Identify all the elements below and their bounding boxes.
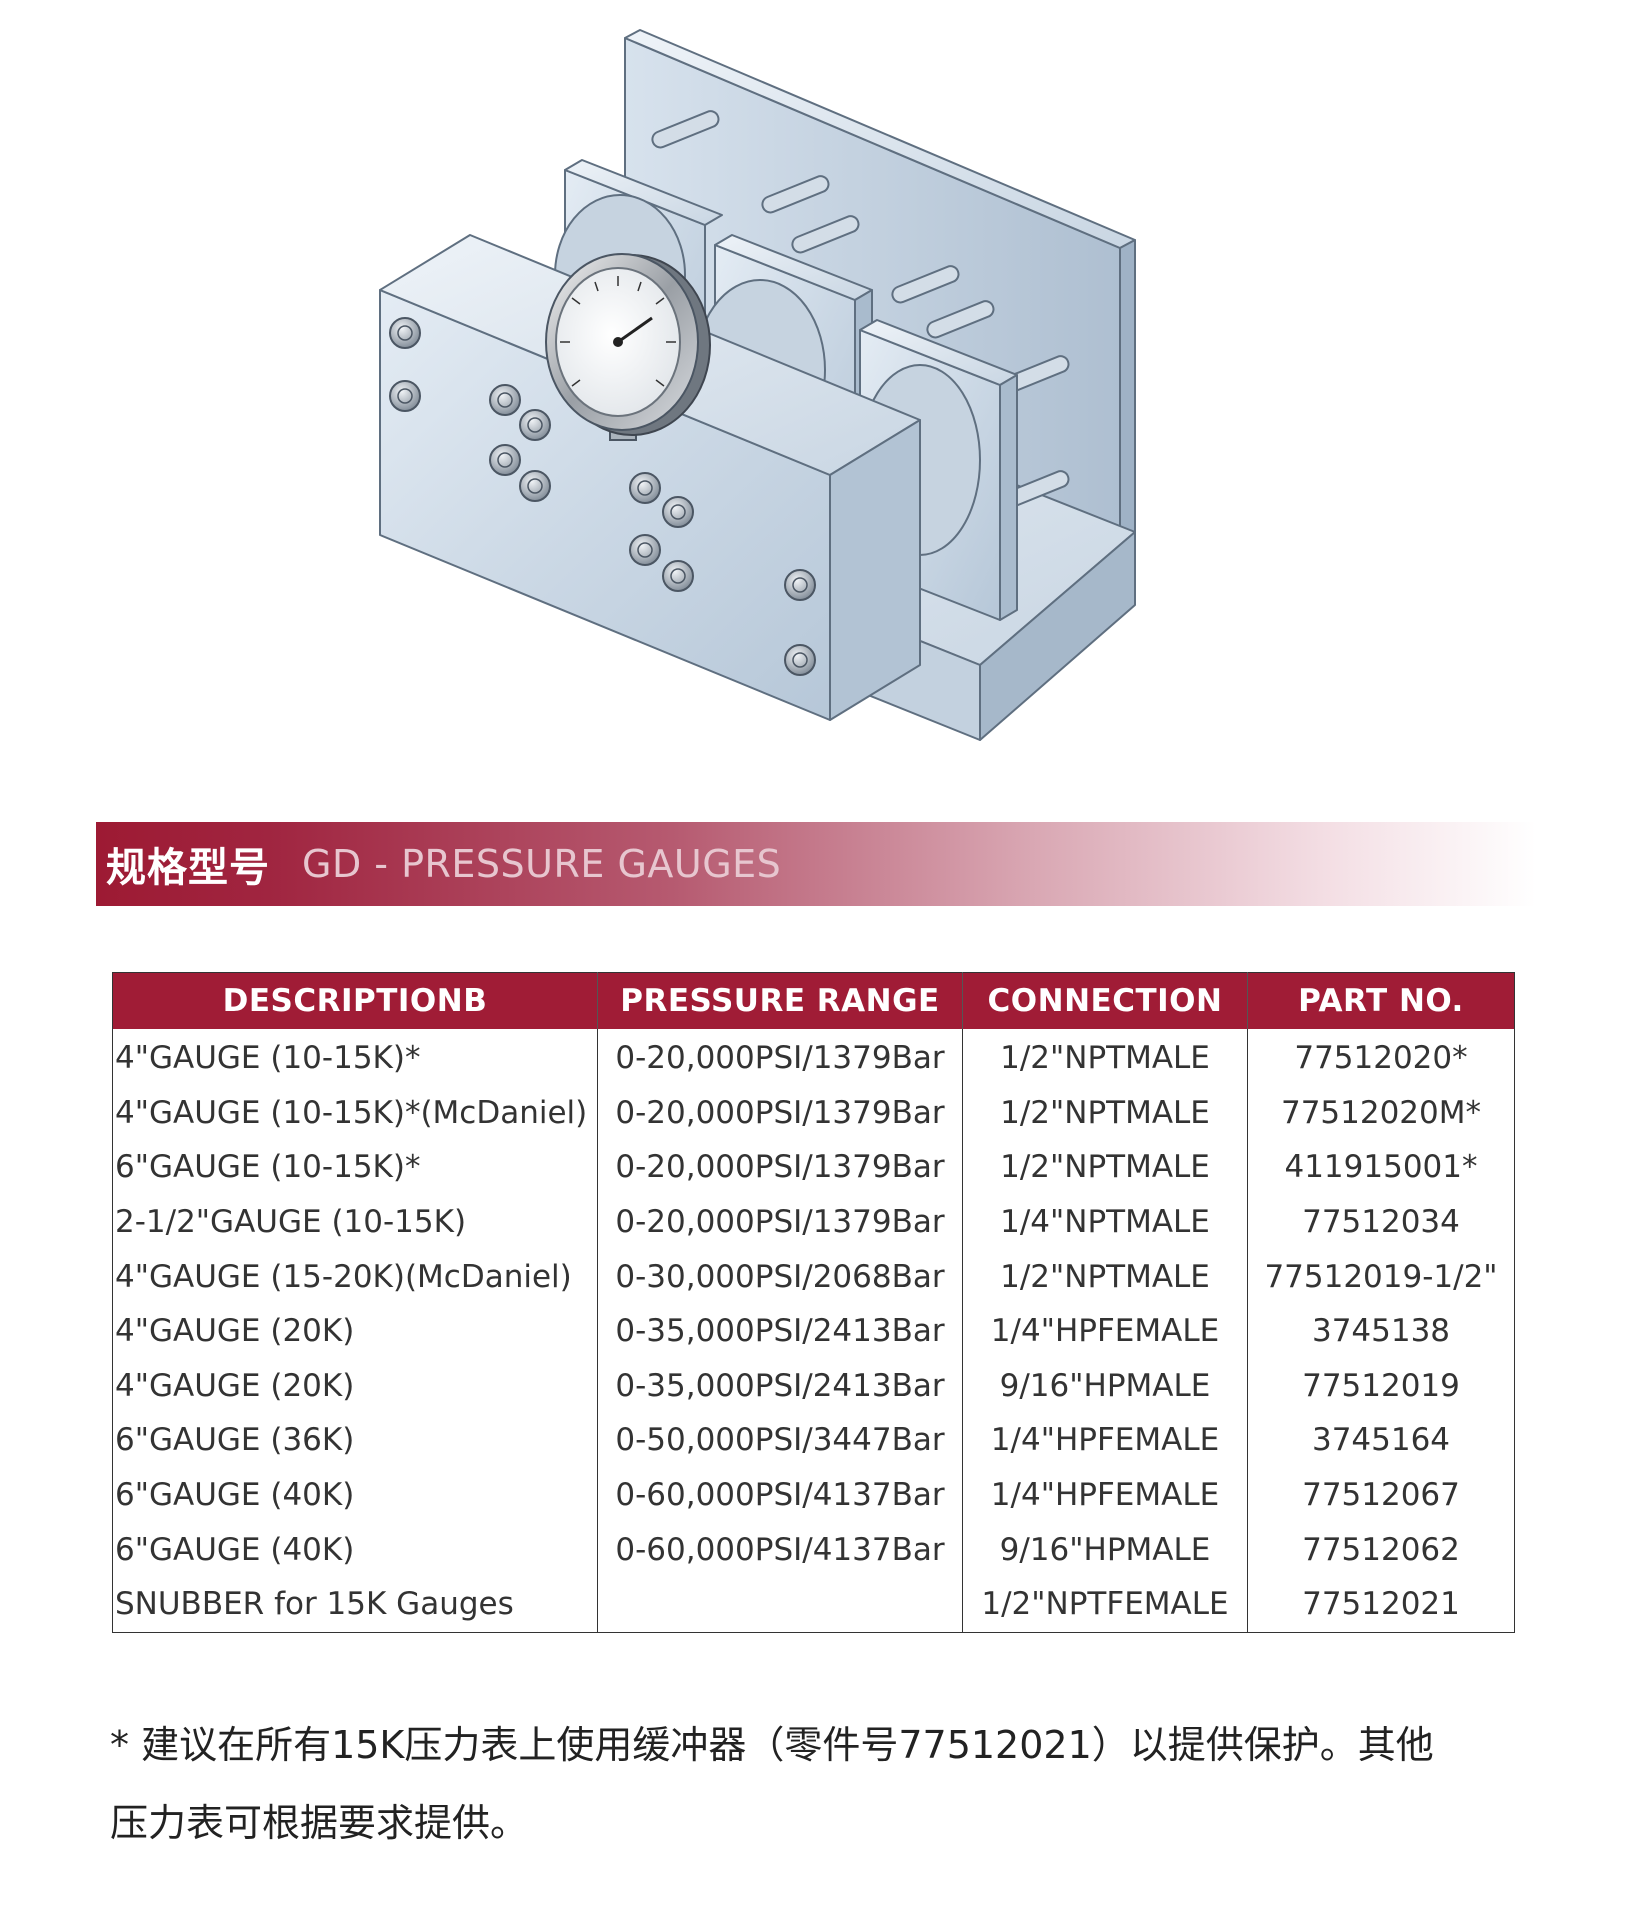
connection-cell: 1/4"HPFEMALE <box>962 1303 1248 1359</box>
part-number-cell: 411915001* <box>1247 1140 1515 1195</box>
description-cell: 4"GAUGE (15-20K)(McDaniel) <box>115 1258 572 1295</box>
gauge-assembly-illustration <box>379 29 1136 741</box>
part-number-cell: 77512020* <box>1247 1029 1515 1086</box>
description-cell: 6"GAUGE (10-15K)* <box>115 1149 421 1186</box>
pressure-range-cell: 0-30,000PSI/2068Bar <box>597 1249 963 1304</box>
description-cell: 6"GAUGE (36K) <box>115 1422 355 1459</box>
section-header-bar: 规格型号 GD - PRESSURE GAUGES <box>96 822 1536 906</box>
table-row: 4"GAUGE (10-15K)*(McDaniel)0-20,000PSI/1… <box>113 1085 1515 1141</box>
pressure-range-cell <box>597 1576 963 1633</box>
pressure-range-cell: 0-35,000PSI/2413Bar <box>597 1303 963 1359</box>
connection-cell: 1/2"NPTFEMALE <box>962 1576 1248 1633</box>
pressure-range-cell: 0-60,000PSI/4137Bar <box>597 1467 963 1523</box>
pressure-range-cell: 0-20,000PSI/1379Bar <box>597 1140 963 1195</box>
section-title-chinese: 规格型号 <box>106 845 270 891</box>
description-cell: 4"GAUGE (20K) <box>115 1313 355 1350</box>
column-header-pressure-range: PRESSURE RANGE <box>597 972 963 1029</box>
part-number-cell: 77512019 <box>1247 1358 1515 1414</box>
connection-cell: 1/2"NPTMALE <box>962 1085 1248 1141</box>
pressure-range-cell: 0-20,000PSI/1379Bar <box>597 1194 963 1250</box>
column-header-description: DESCRIPTIONB <box>112 972 598 1029</box>
connection-cell: 1/4"HPFEMALE <box>962 1467 1248 1523</box>
connection-cell: 1/2"NPTMALE <box>962 1249 1248 1304</box>
connection-cell: 1/2"NPTMALE <box>962 1029 1248 1086</box>
connection-cell: 1/2"NPTMALE <box>962 1140 1248 1195</box>
table-row: 4"GAUGE (15-20K)(McDaniel) 0-30,000PSI/20… <box>113 1249 1515 1304</box>
part-number-cell: 77512019-1/2" <box>1247 1249 1515 1304</box>
part-number-cell: 77512021 <box>1247 1576 1515 1633</box>
footnote: * 建议在所有15K压力表上使用缓冲器（零件号77512021）以提供保护。其他… <box>110 1706 1530 1862</box>
table-header-row: DESCRIPTIONB PRESSURE RANGE CONNECTION P… <box>112 972 1515 1029</box>
part-number-cell: 77512067 <box>1247 1467 1515 1523</box>
connection-cell: 1/4"NPTMALE <box>962 1194 1248 1250</box>
connection-cell: 9/16"HPMALE <box>962 1522 1248 1577</box>
description-cell: 4"GAUGE (10-15K)*(McDaniel) <box>115 1094 588 1131</box>
column-header-part-no: PART NO. <box>1247 972 1515 1029</box>
pressure-gauge-icon <box>545 253 711 441</box>
section-title-english: GD - PRESSURE GAUGES <box>302 842 782 886</box>
footnote-line-2: 压力表可根据要求提供。 <box>110 1801 529 1845</box>
specification-table: DESCRIPTIONB PRESSURE RANGE CONNECTION P… <box>112 972 1515 1633</box>
column-header-connection: CONNECTION <box>962 972 1248 1029</box>
part-number-cell: 3745164 <box>1247 1413 1515 1468</box>
pressure-range-cell: 0-20,000PSI/1379Bar <box>597 1085 963 1141</box>
part-number-cell: 77512034 <box>1247 1194 1515 1250</box>
part-number-cell: 77512020M* <box>1247 1085 1515 1141</box>
description-cell: 6"GAUGE (40K) <box>115 1531 355 1568</box>
part-number-cell: 3745138 <box>1247 1303 1515 1359</box>
footnote-line-1: * 建议在所有15K压力表上使用缓冲器（零件号77512021）以提供保护。其他 <box>110 1723 1434 1767</box>
description-cell: 4"GAUGE (20K) <box>115 1367 355 1404</box>
pressure-range-cell: 0-35,000PSI/2413Bar <box>597 1358 963 1414</box>
description-cell: 4"GAUGE (10-15K)* <box>115 1040 421 1077</box>
connection-cell: 1/4"HPFEMALE <box>962 1413 1248 1468</box>
description-cell: 6"GAUGE (40K) <box>115 1477 355 1514</box>
pressure-range-cell: 0-60,000PSI/4137Bar <box>597 1522 963 1577</box>
description-cell: SNUBBER for 15K Gauges <box>115 1586 514 1623</box>
connection-cell: 9/16"HPMALE <box>962 1358 1248 1414</box>
pressure-range-cell: 0-50,000PSI/3447Bar <box>597 1413 963 1468</box>
pressure-range-cell: 0-20,000PSI/1379Bar <box>597 1029 963 1086</box>
part-number-cell: 77512062 <box>1247 1522 1515 1577</box>
description-cell: 2-1/2"GAUGE (10-15K) <box>115 1204 467 1241</box>
